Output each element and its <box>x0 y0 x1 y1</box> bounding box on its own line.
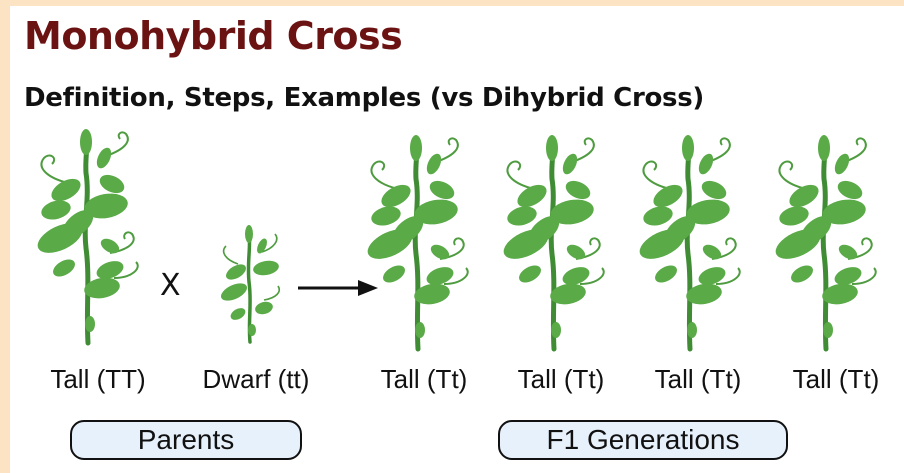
page-subtitle: Definition, Steps, Examples (vs Dihybrid… <box>24 83 704 113</box>
f1-plant-label: Tall (Tt) <box>792 364 880 394</box>
cross-symbol: X <box>160 268 181 303</box>
parents-group-label: Parents <box>70 420 302 460</box>
f1-plant-illustration-4 <box>766 134 886 354</box>
tall-parent-plant-illustration <box>28 128 148 348</box>
tall-parent-label: Tall (TT) <box>50 364 146 394</box>
f1-plant-illustration-1 <box>358 134 478 354</box>
f1-plant-label: Tall (Tt) <box>380 364 468 394</box>
f1-plant-illustration-2 <box>494 134 614 354</box>
f1-generation-group-label: F1 Generations <box>498 420 788 460</box>
page-title: Monohybrid Cross <box>24 14 403 58</box>
f1-plant-label: Tall (Tt) <box>654 364 742 394</box>
arrow-right-icon <box>298 280 378 296</box>
dwarf-parent-label: Dwarf (tt) <box>202 364 310 394</box>
dwarf-parent-plant-illustration <box>216 223 282 344</box>
f1-plant-illustration-3 <box>630 134 750 354</box>
f1-plant-label: Tall (Tt) <box>517 364 605 394</box>
